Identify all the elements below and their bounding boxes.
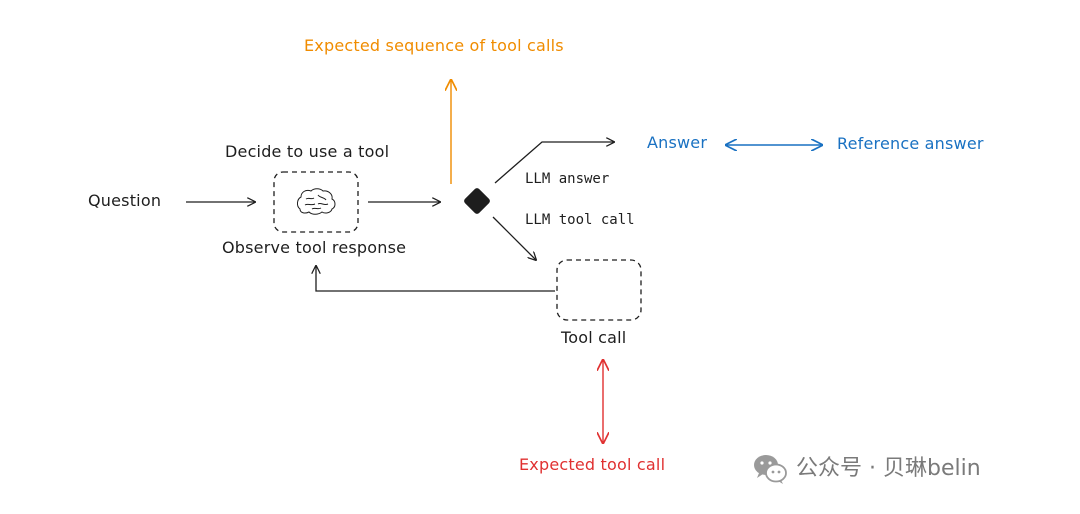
arrow-llm-answer [494,142,614,184]
wechat-icon [754,455,787,484]
decide-tool-label: Decide to use a tool [225,142,390,161]
observe-response-label: Observe tool response [222,238,407,257]
diamond-decision [464,188,490,214]
arrow-llm-tool-call [492,216,536,260]
llm-answer-label: LLM answer [525,171,610,187]
answer-label: Answer [647,133,708,152]
tool-call-label: Tool call [561,328,627,347]
expected-sequence-label: Expected sequence of tool calls [304,36,564,55]
decide-box [273,171,359,233]
arrow-tool-response-feedback [316,266,555,292]
question-label: Question [88,191,162,210]
reference-answer-label: Reference answer [837,134,984,153]
watermark-text: 公众号 · 贝琳belin [796,456,981,481]
expected-tool-call-label: Expected tool call [519,455,666,474]
brain-icon [297,188,336,215]
llm-tool-call-label: LLM tool call [525,212,635,228]
tool-call-box [556,259,642,321]
